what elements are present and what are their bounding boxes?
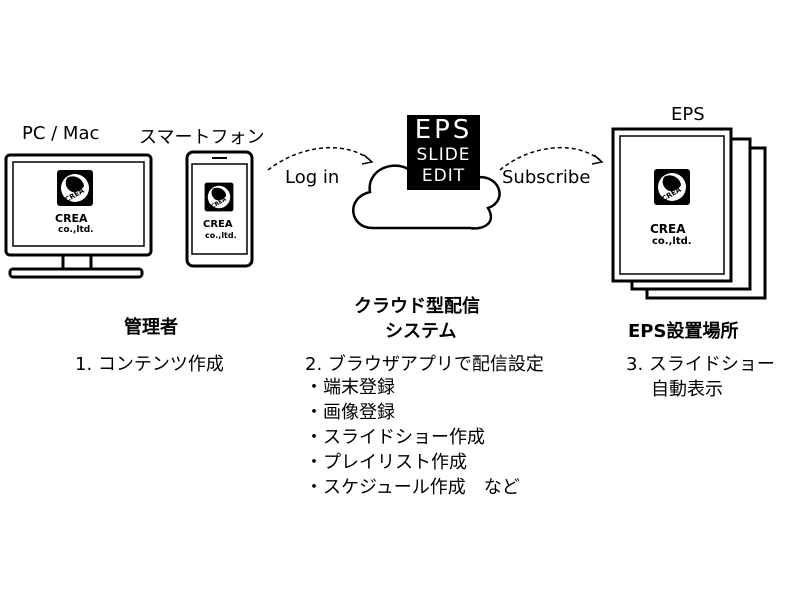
eps-site-title: EPS設置場所 xyxy=(628,321,739,342)
eps-brand-sub: co.,ltd. xyxy=(652,236,692,247)
pc-monitor-icon xyxy=(4,153,153,279)
list-item: ・スライドショー作成 xyxy=(305,427,485,448)
product-logo-line1: EPS xyxy=(414,115,473,145)
list-item: ・プレイリスト作成 xyxy=(305,452,467,473)
subscribe-arrow xyxy=(499,147,604,171)
product-logo-line3: EDIT xyxy=(421,166,466,186)
login-arrow xyxy=(267,147,374,171)
pc-label: PC / Mac xyxy=(22,123,100,144)
admin-title: 管理者 xyxy=(124,317,178,338)
list-item: ・端末登録 xyxy=(305,377,395,398)
eps-brand-name: CREA xyxy=(650,222,686,236)
pc-brand-name: CREA xyxy=(55,212,88,225)
smartphone-icon xyxy=(185,150,254,268)
cloud-title-line2: システム xyxy=(385,321,457,342)
list-item: ・画像登録 xyxy=(305,402,395,423)
eps-slide-edit-logo xyxy=(407,115,480,190)
smartphone-label: スマートフォン xyxy=(139,127,265,148)
product-logo-line2: SLIDE xyxy=(416,145,471,165)
phone-brand-sub: co.,ltd. xyxy=(205,231,237,240)
eps-display-stack-icon xyxy=(611,127,767,300)
subscribe-label: Subscribe xyxy=(502,167,591,188)
login-label: Log in xyxy=(285,167,340,188)
cloud-title-line1: クラウド型配信 xyxy=(354,296,480,317)
cloud-step: 2. ブラウザアプリで配信設定 xyxy=(305,354,544,375)
admin-step: 1. コンテンツ作成 xyxy=(75,354,224,375)
eps-label: EPS xyxy=(671,104,705,125)
phone-brand-name: CREA xyxy=(203,219,233,230)
list-item: ・スケジュール作成 など xyxy=(305,477,520,498)
eps-step-line1: 3. スライドショー xyxy=(626,354,775,375)
eps-step-line2: 自動表示 xyxy=(651,379,723,400)
pc-brand-sub: co.,ltd. xyxy=(58,225,94,235)
product-logo-text: EPS SLIDE EDIT xyxy=(407,115,480,187)
cloud-task-list: ・端末登録 ・画像登録 ・スライドショー作成 ・プレイリスト作成 ・スケジュール… xyxy=(305,375,520,500)
